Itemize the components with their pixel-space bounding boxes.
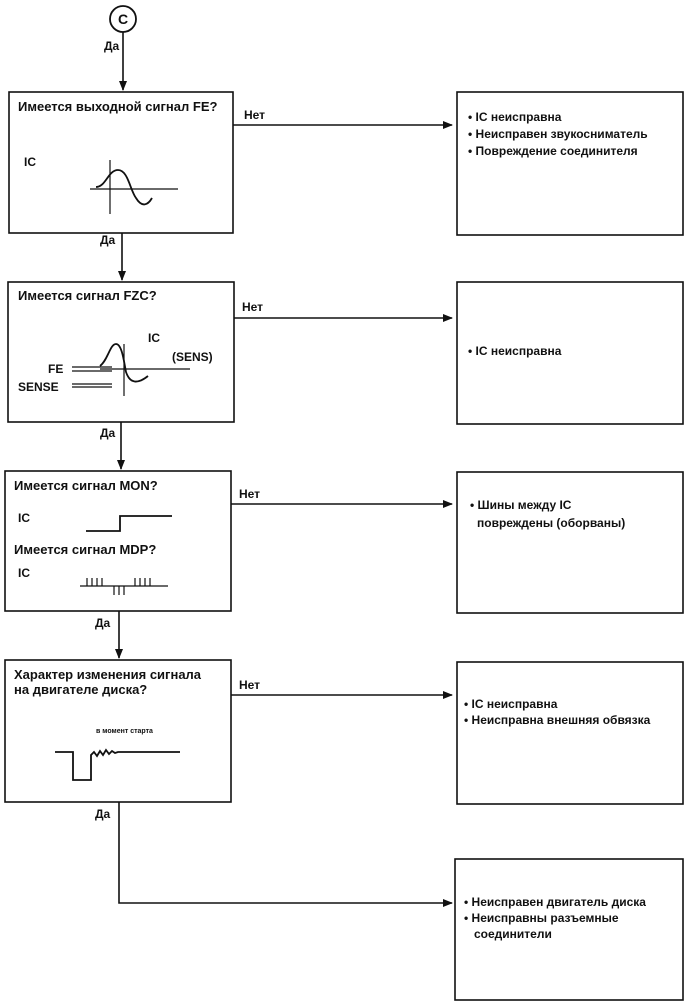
no-label-step2: Нет <box>242 300 263 314</box>
step2-fe-label: FE <box>48 362 63 376</box>
step1-fe-waveform <box>90 160 178 214</box>
no-label-step1: Нет <box>244 108 265 122</box>
yes-label-step1: Да <box>100 233 116 247</box>
result1-line2: • Неисправен звукосниматель <box>468 127 648 141</box>
step4-question-line1: Характер изменения сигнала <box>14 667 202 682</box>
yes-label-step3: Да <box>95 616 111 630</box>
final-result-line3: соединители <box>474 927 552 941</box>
arrow-step4-yes <box>118 802 453 907</box>
step2-sense-label: SENSE <box>18 380 59 394</box>
no-label-step3: Нет <box>239 487 260 501</box>
result2-line1: • IC неисправна <box>468 344 562 358</box>
step1-box <box>8 91 234 234</box>
final-result-line2: • Неисправны разъемные <box>464 911 619 925</box>
result3-line2: повреждены (оборваны) <box>477 516 625 530</box>
step3-question-mon: Имеется сигнал MON? <box>14 478 158 493</box>
yes-label-step4: Да <box>95 807 111 821</box>
step2-question: Имеется сигнал FZC? <box>18 288 157 303</box>
step3-ic-label-2: IC <box>18 566 30 580</box>
step3-ic-label-1: IC <box>18 511 30 525</box>
step4-question-line2: на двигателе диска? <box>14 682 147 697</box>
result4-line1: • IC неисправна <box>464 697 558 711</box>
step1-question: Имеется выходной сигнал FE? <box>18 99 217 114</box>
step1-ic-label: IC <box>24 155 36 169</box>
step2-fzc-waveform <box>72 343 190 396</box>
no-label-step4: Нет <box>239 678 260 692</box>
step3-mon-waveform <box>86 515 172 532</box>
result1-line3: • Повреждение соединителя <box>468 144 638 158</box>
result1-line1: • IC неисправна <box>468 110 562 124</box>
result4-line2: • Неисправна внешняя обвязка <box>464 713 651 727</box>
start-connector-label: C <box>118 11 128 27</box>
step2-ic-label: IC <box>148 331 160 345</box>
step4-start-moment-label: в момент старта <box>96 728 153 735</box>
step3-question-mdp: Имеется сигнал MDP? <box>14 542 156 557</box>
result3-box <box>456 471 684 614</box>
final-result-line1: • Неисправен двигатель диска <box>464 895 646 909</box>
step2-sens-label: (SENS) <box>172 350 213 364</box>
result2-box <box>456 281 684 425</box>
start-connector: C <box>109 5 137 33</box>
result1-box <box>456 91 684 236</box>
result4-box <box>456 661 684 805</box>
step4-box <box>4 659 232 803</box>
final-result-box <box>454 858 684 1001</box>
step3-mdp-waveform <box>80 578 168 595</box>
yes-label-step2: Да <box>100 426 116 440</box>
step3-box <box>4 470 232 612</box>
yes-label-start: Да <box>104 39 120 53</box>
result3-line1: • Шины между IC <box>470 498 572 512</box>
step4-motor-waveform <box>55 748 180 781</box>
